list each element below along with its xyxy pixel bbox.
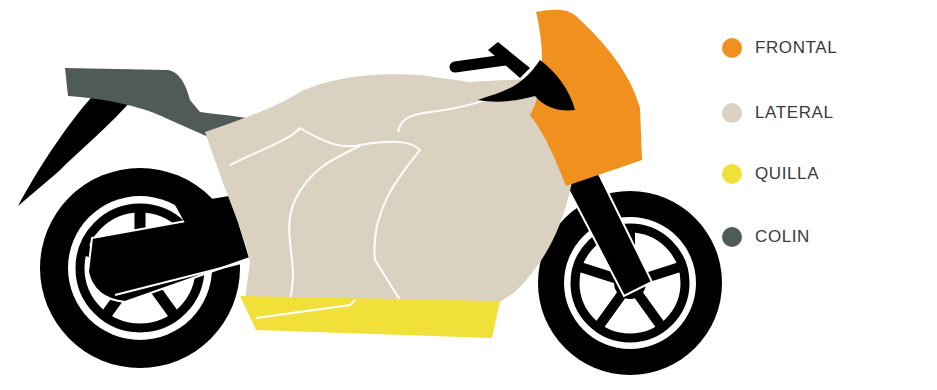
dashboard bbox=[478, 60, 575, 110]
legend-swatch bbox=[722, 164, 742, 184]
lateral-seams bbox=[230, 80, 545, 300]
legend-swatch bbox=[722, 227, 742, 247]
quilla-part bbox=[240, 296, 500, 338]
legend-label: QUILLA bbox=[755, 164, 819, 184]
front-fork bbox=[565, 172, 652, 296]
lateral-part bbox=[205, 74, 572, 302]
legend-label: COLIN bbox=[755, 227, 810, 247]
legend-swatch bbox=[722, 38, 742, 58]
handlebar-lever bbox=[488, 42, 530, 78]
handlebar-grip bbox=[455, 60, 505, 67]
swingarm-detail bbox=[115, 262, 245, 295]
legend-label: FRONTAL bbox=[755, 38, 837, 58]
legend-label: LATERAL bbox=[755, 103, 834, 123]
quilla-seam bbox=[256, 300, 355, 318]
seam bbox=[230, 128, 300, 165]
seam bbox=[289, 146, 360, 300]
legend-swatch bbox=[722, 103, 742, 123]
seam bbox=[300, 128, 420, 300]
